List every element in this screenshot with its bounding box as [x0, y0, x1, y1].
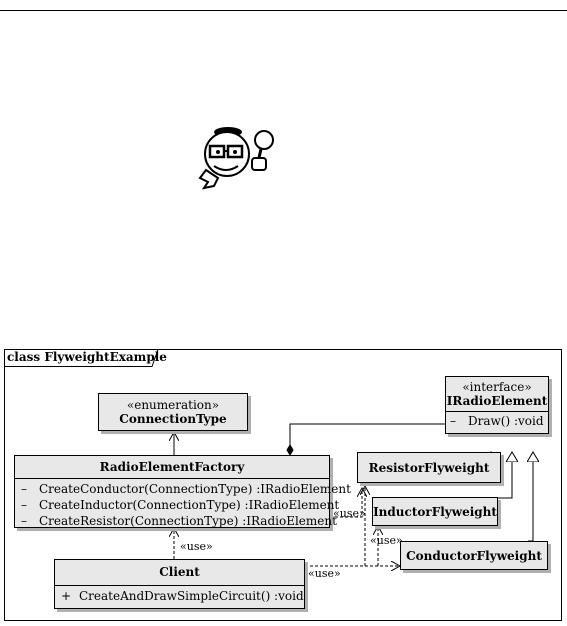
class-conductorflyweight[interactable]: ConductorFlyweight — [400, 541, 548, 570]
operation-draw: –Draw() :void — [450, 414, 544, 428]
inductorflyweight-name: InductorFlyweight — [373, 505, 497, 519]
use-label-client-factory: «use» — [180, 540, 213, 553]
use-label-factory-resistor: «use» — [333, 507, 366, 520]
factory-to-resistor-use — [330, 488, 362, 518]
iradioelement-stereotype: «interface» — [462, 380, 532, 394]
operation-create-and-draw: +CreateAndDrawSimpleCircuit() :void — [61, 589, 304, 603]
iradioelement-operations: –Draw() :void — [446, 411, 548, 430]
use-label-client-inductor: «use» — [370, 534, 403, 547]
connectiontype-stereotype: «enumeration» — [126, 398, 220, 412]
mascot-magnifier-icon — [198, 127, 274, 190]
use-label-client-conductor: «use» — [308, 567, 341, 580]
realization-conductor — [528, 452, 533, 542]
class-resistorflyweight[interactable]: ResistorFlyweight — [357, 452, 501, 483]
resistorflyweight-name: ResistorFlyweight — [368, 461, 490, 475]
conductorflyweight-name: ConductorFlyweight — [406, 549, 542, 563]
class-iradioelement[interactable]: «interface» IRadioElement –Draw() :void — [445, 376, 549, 434]
radioelementfactory-operations: –CreateConductor(ConnectionType) :IRadio… — [15, 478, 351, 531]
client-name: Client — [159, 565, 200, 579]
radioelementfactory-name: RadioElementFactory — [99, 460, 245, 474]
operation-create-conductor: –CreateConductor(ConnectionType) :IRadio… — [21, 482, 351, 496]
class-radioelementfactory[interactable]: RadioElementFactory –CreateConductor(Con… — [14, 455, 351, 531]
class-connectiontype[interactable]: «enumeration» ConnectionType — [98, 393, 248, 431]
iradioelement-name: IRadioElement — [446, 394, 548, 408]
frame-tab — [4, 349, 159, 367]
frame-title: class FlyweightExample — [7, 350, 167, 364]
class-client[interactable]: Client +CreateAndDrawSimpleCircuit() :vo… — [54, 559, 305, 609]
operation-create-resistor: –CreateResistor(ConnectionType) :IRadioE… — [21, 514, 337, 528]
top-rule — [0, 10, 567, 11]
factory-to-interface-association — [286, 423, 445, 456]
realization-inductor — [498, 452, 512, 499]
operation-create-inductor: –CreateInductor(ConnectionType) :IRadioE… — [21, 498, 340, 512]
client-to-flyweights-use — [305, 486, 400, 566]
class-inductorflyweight[interactable]: InductorFlyweight — [372, 497, 498, 526]
client-operations: +CreateAndDrawSimpleCircuit() :void — [55, 585, 304, 606]
connectiontype-name: ConnectionType — [119, 412, 227, 426]
